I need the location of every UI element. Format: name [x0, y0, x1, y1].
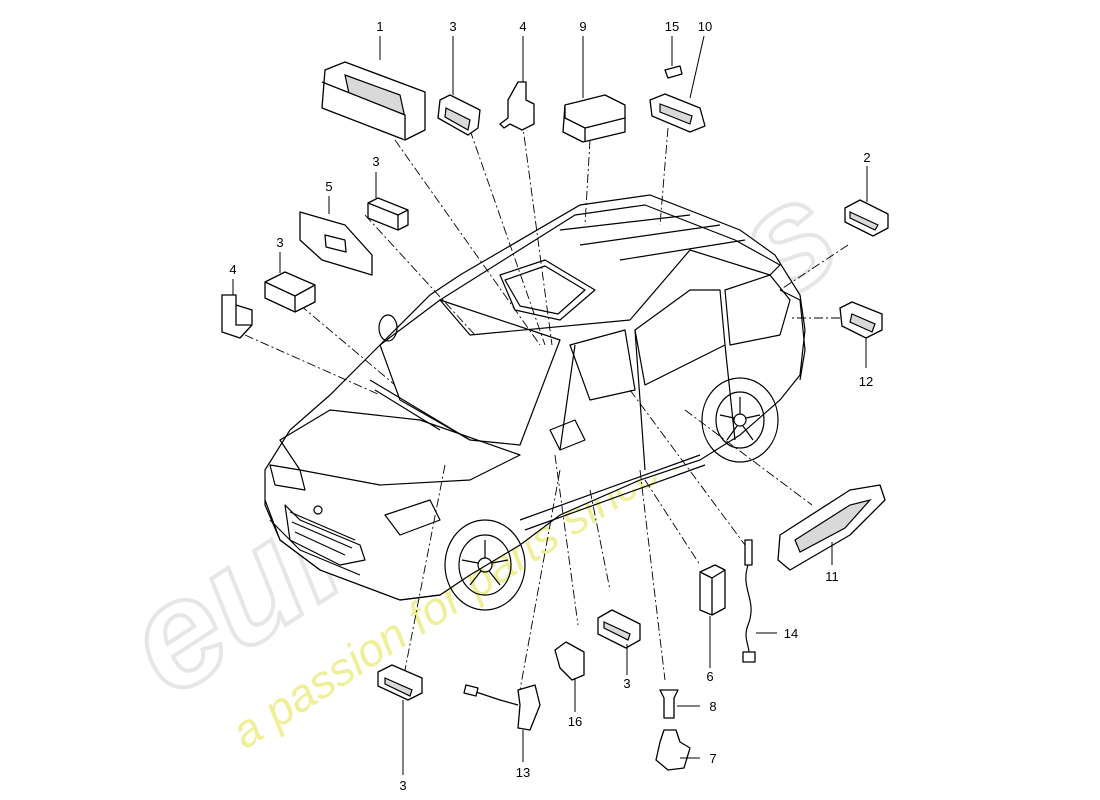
headlight-left	[269, 464, 306, 491]
callout-c3a: 3	[449, 19, 456, 34]
bumper	[264, 499, 441, 601]
side-sill	[519, 454, 706, 531]
part-4-switch-left	[221, 294, 253, 339]
part-3-lamp-bottom-left	[377, 664, 423, 701]
callout-c3e: 3	[399, 778, 406, 793]
side-windows	[569, 274, 791, 401]
badge	[313, 505, 323, 515]
sunroof	[499, 259, 596, 321]
callout-c3b: 3	[372, 154, 379, 169]
mirror	[549, 419, 586, 451]
front-wheel	[444, 519, 526, 611]
part-3-lamp-mid	[264, 271, 316, 313]
callout-c6: 6	[706, 669, 713, 684]
doors	[559, 329, 736, 471]
part-16-connector	[554, 641, 585, 681]
callout-c13: 13	[516, 765, 530, 780]
part-10-lamp-housing	[649, 93, 706, 133]
callout-c1: 1	[376, 19, 383, 34]
callout-c16: 16	[568, 714, 582, 729]
part-8-bulb-holder	[659, 689, 679, 719]
part-3-lamp-bottom-mid	[597, 609, 641, 649]
part-14-sensor-cable	[742, 539, 756, 663]
callout-c3c: 3	[276, 235, 283, 250]
part-2-lamp-rear	[844, 199, 889, 237]
windshield	[379, 299, 561, 446]
callout-c8: 8	[709, 699, 716, 714]
callout-c2: 2	[863, 150, 870, 165]
part-6-module	[699, 564, 726, 616]
wiper	[369, 379, 471, 441]
callout-c5: 5	[325, 179, 332, 194]
callout-c4a: 4	[519, 19, 526, 34]
leader-lines	[244, 119, 849, 691]
part-5-bracket	[299, 211, 373, 276]
part-12-lamp	[839, 301, 883, 339]
part-7-socket	[655, 729, 691, 771]
part-4-switch-top	[499, 81, 535, 131]
part-9-module	[562, 94, 626, 143]
part-11-side-lamp	[777, 484, 886, 571]
callout-ticks	[232, 35, 868, 775]
callout-c4b: 4	[229, 262, 236, 277]
callout-c11: 11	[825, 569, 839, 584]
part-3-lamp-left	[367, 197, 409, 231]
rear-end	[779, 289, 806, 381]
vehicle-outline	[264, 194, 806, 611]
part-13-sensor	[463, 684, 541, 731]
part-1-luggage-lamp	[321, 61, 426, 141]
callout-c15: 15	[665, 19, 679, 34]
part-3-lamp-top	[437, 94, 481, 136]
roof-rails	[559, 214, 746, 261]
headlight-right	[384, 499, 441, 536]
part-15-bulb	[664, 65, 683, 79]
callout-c3d: 3	[623, 676, 630, 691]
callout-c7: 7	[709, 751, 716, 766]
rear-wheel	[701, 377, 779, 463]
left-mirror	[378, 314, 398, 342]
callout-c12: 12	[859, 374, 873, 389]
callout-c14: 14	[784, 626, 798, 641]
callout-c9: 9	[579, 19, 586, 34]
callout-c10: 10	[698, 19, 712, 34]
hood	[279, 409, 521, 486]
